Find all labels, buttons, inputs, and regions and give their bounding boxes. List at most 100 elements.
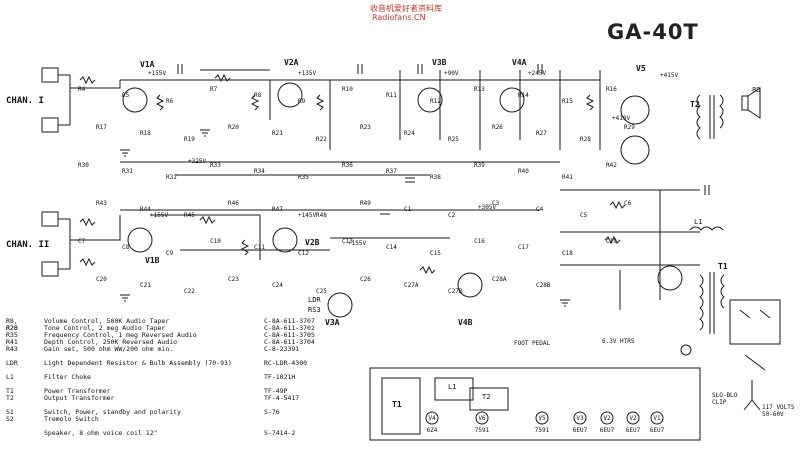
- legend-part: C-8A-611-3705: [264, 331, 315, 339]
- ldr-label: LDR: [308, 296, 321, 304]
- voltage-label: +410V: [612, 115, 631, 122]
- legend-key: T1: [6, 387, 14, 395]
- voltage-label: +145V: [298, 212, 317, 219]
- component-label: R11: [386, 92, 397, 99]
- component-label: R20: [228, 124, 239, 131]
- tube-label: V4B: [458, 318, 473, 327]
- legend-row: Speaker, 8 ohm voice coil 12" S-7414-2: [6, 430, 346, 437]
- tube-label: V2B: [305, 238, 320, 247]
- legend-key: S1: [6, 408, 14, 416]
- output-transformer: [696, 94, 724, 140]
- component-label: C28A: [492, 276, 507, 283]
- chassis-tube-ref: V2: [603, 415, 611, 422]
- voltage-label: +305V: [478, 204, 497, 211]
- legend-key: R25: [6, 324, 18, 332]
- legend-key: R43: [6, 345, 18, 353]
- component-label: R4: [78, 86, 86, 93]
- ground-symbols: [120, 129, 570, 307]
- chassis-tube-ref: V2: [629, 415, 637, 422]
- component-label: C9: [166, 250, 174, 257]
- legend-desc: Speaker, 8 ohm voice coil 12": [44, 429, 158, 437]
- voltage-label: +155V: [348, 240, 367, 247]
- chassis-tube-ref: V6: [478, 415, 486, 422]
- pilot-lamp: [680, 344, 692, 356]
- legend-desc: Frequency Control, 1 meg Reversed Audio: [44, 331, 197, 339]
- chassis-tube-ref: V5: [538, 415, 546, 422]
- component-label: R48: [316, 212, 327, 219]
- tube-label: V3B: [432, 58, 447, 67]
- chan1-input-jacks: [41, 67, 71, 133]
- voltage-label: +245V: [528, 70, 547, 77]
- tube-label: V4A: [512, 58, 527, 67]
- power-transformer: [699, 272, 725, 334]
- legend-desc: Depth Control, 250K Reversed Audio: [44, 338, 178, 346]
- component-label: R33: [210, 162, 221, 169]
- legend-part: TF-4-5417: [264, 394, 300, 402]
- capacitor-symbols: [177, 64, 710, 215]
- component-label: R34: [254, 168, 265, 175]
- tube-label: V5: [636, 64, 646, 73]
- component-label: R13: [474, 86, 485, 93]
- legend-part: C-8A-611-3702: [264, 324, 315, 332]
- chassis-tube-type: 6EU7: [625, 427, 641, 434]
- legend-part: S-7414-2: [264, 429, 296, 437]
- speaker-impedance: 8Ω: [752, 86, 761, 94]
- legend-part: RC-LDR-4300: [264, 359, 308, 367]
- chassis-tube-type: 7591: [534, 427, 550, 434]
- component-label: C14: [386, 244, 397, 251]
- legend-row: S2 Tremolo Switch: [6, 416, 346, 423]
- resistor-symbols: [79, 73, 626, 275]
- component-label: R18: [140, 130, 151, 137]
- component-label: C20: [96, 276, 107, 283]
- legend-desc: Tremolo Switch: [44, 415, 99, 423]
- component-label: R8: [254, 92, 262, 99]
- chan1-signal-path: [70, 69, 331, 150]
- legend-part: C-8-23391: [264, 345, 300, 353]
- schematic-title: GA-40T: [607, 20, 699, 44]
- voltage-label: +155V: [148, 70, 167, 77]
- component-label: C18: [562, 250, 573, 257]
- chan1-label: CHAN. I: [6, 96, 44, 106]
- legend-desc: Output Transformer: [44, 394, 115, 402]
- component-label: R7: [210, 86, 218, 93]
- component-label: R5: [122, 92, 130, 99]
- component-label: R19: [184, 136, 195, 143]
- component-label: R40: [518, 168, 529, 175]
- component-label: R16: [606, 86, 617, 93]
- legend-desc: Switch, Power, standby and polarity: [44, 408, 181, 416]
- chassis-tube-type: 6EU7: [599, 427, 615, 434]
- component-label: C11: [254, 244, 265, 251]
- component-label: R49: [360, 200, 371, 207]
- legend-key: LDR: [6, 359, 18, 367]
- legend-key: R8, R20: [6, 317, 18, 332]
- component-label: R23: [360, 124, 371, 131]
- component-label: R24: [404, 130, 415, 137]
- chassis-tube-ref: V1: [653, 415, 661, 422]
- component-label: C1: [404, 206, 412, 213]
- component-label: R32: [166, 174, 177, 181]
- legend-part: TF-1021H: [264, 373, 296, 381]
- b-plus-rail-lower: [120, 209, 540, 251]
- legend-part: C-8A-611-3707: [264, 317, 315, 325]
- component-label: C19: [606, 238, 617, 245]
- reverb-tremolo-path: [399, 70, 601, 150]
- tube-label: V3A: [325, 318, 340, 327]
- chassis-tube-ref: V4: [428, 415, 436, 422]
- t1-label: T1: [718, 262, 728, 271]
- component-label: C8: [122, 244, 130, 251]
- chassis-l1-label: L1: [448, 383, 457, 391]
- component-label: R25: [448, 136, 459, 143]
- component-label: C25: [316, 288, 327, 295]
- component-label: R6: [166, 98, 174, 105]
- legend-desc: Filter Choke: [44, 373, 91, 381]
- legend-desc: Tone Control, 2 meg Audio Taper: [44, 324, 166, 332]
- watermark-cn: 收音机爱好者资料库: [370, 4, 442, 13]
- chassis-tube-type: 7591: [474, 427, 490, 434]
- component-label: R14: [518, 92, 529, 99]
- legend-key: S2: [6, 415, 14, 423]
